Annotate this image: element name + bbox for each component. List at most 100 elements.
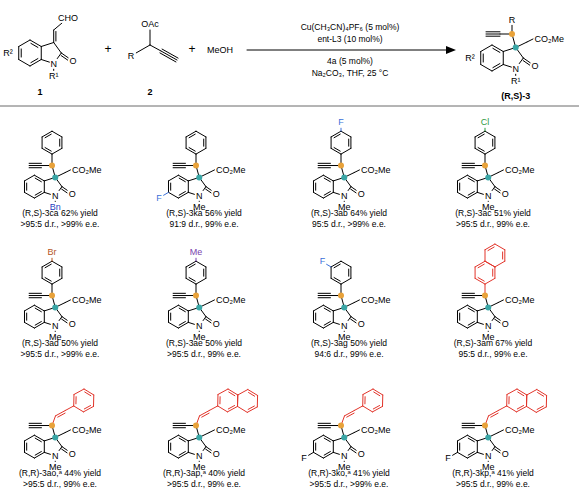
substituent-label: R — [127, 51, 136, 61]
bond — [34, 192, 44, 198]
bond — [54, 43, 62, 54]
bond — [527, 389, 537, 394]
bond — [318, 293, 330, 294]
bond — [24, 322, 34, 328]
stereocenter-dot — [338, 423, 344, 429]
bond — [341, 261, 351, 267]
compound-number: 1 — [36, 87, 43, 97]
stereocenter-dot — [513, 45, 519, 51]
selectivity-caption: >95:5 d.r., 99% e.e. — [167, 480, 241, 490]
bond — [495, 189, 501, 193]
bond — [42, 131, 52, 137]
bond — [462, 427, 474, 428]
bond — [488, 247, 494, 251]
bond — [491, 413, 498, 417]
substituent-label: Br — [47, 247, 58, 257]
compound-caption: (R,S)-3ad 50% yield — [22, 339, 98, 349]
substituent-label: F — [444, 453, 452, 463]
bond — [459, 183, 460, 190]
bond — [205, 137, 206, 148]
bond — [189, 264, 195, 268]
compound-caption: (R,S)-3ac 51% yield — [455, 209, 531, 219]
bond — [162, 49, 178, 58]
compound-caption: (R,S)-3ca 62% yield — [22, 209, 98, 219]
bond — [186, 278, 196, 284]
selectivity-caption: >95:5 d.r., >99% e.e. — [21, 220, 100, 230]
bond — [74, 389, 84, 394]
bond — [203, 269, 204, 276]
atom-label: N — [195, 321, 204, 331]
bond — [206, 449, 212, 453]
bond — [323, 435, 333, 441]
bond — [30, 60, 41, 67]
stereocenter-dot — [196, 174, 202, 180]
bond — [65, 170, 70, 173]
bond — [85, 392, 91, 396]
bond — [55, 32, 56, 42]
bond — [468, 438, 474, 442]
bond — [348, 269, 349, 276]
bond — [334, 134, 340, 138]
bond — [59, 139, 60, 146]
bond — [477, 441, 478, 452]
bond — [186, 131, 196, 137]
bond — [495, 319, 501, 323]
bond — [42, 148, 52, 154]
bond — [372, 406, 382, 411]
bond — [219, 397, 220, 404]
bond — [54, 23, 62, 30]
bond — [485, 261, 495, 267]
bond — [29, 293, 41, 294]
bond — [34, 435, 44, 441]
bond — [189, 278, 195, 282]
bond — [481, 65, 492, 72]
bond — [45, 264, 51, 268]
bond — [168, 181, 169, 192]
group-label: CO₂Me — [504, 295, 536, 305]
bond — [502, 252, 503, 259]
bond — [19, 40, 30, 47]
bond — [179, 308, 185, 312]
bond — [507, 389, 517, 394]
bond — [74, 406, 84, 412]
bond — [526, 395, 527, 406]
bond — [173, 163, 185, 164]
bond — [45, 148, 51, 152]
bond — [318, 427, 330, 428]
bond — [168, 435, 178, 441]
bond — [323, 175, 333, 181]
bond — [363, 389, 373, 394]
bond — [227, 406, 237, 411]
bond — [188, 311, 189, 322]
atom-label: O — [68, 189, 77, 199]
bond — [189, 148, 195, 152]
bond — [29, 425, 41, 426]
bond — [318, 163, 330, 164]
atom-label: O — [212, 449, 221, 459]
bond — [468, 192, 474, 196]
group-label: CO₂Me — [504, 425, 536, 435]
bond — [179, 452, 185, 456]
bond — [324, 322, 330, 326]
bond — [331, 148, 341, 154]
substituent-label: Me — [189, 247, 204, 257]
bond — [56, 411, 66, 416]
atom-label: O — [212, 189, 221, 199]
stereocenter-dot — [49, 163, 55, 169]
bond — [61, 137, 62, 148]
bond — [374, 392, 380, 396]
group-label: CO₂Me — [360, 425, 392, 435]
bond — [495, 244, 505, 250]
stereocenter-dot — [341, 174, 347, 180]
bond — [478, 278, 484, 282]
condition-text: ent-L3 (10 mol%) — [317, 35, 382, 45]
bond — [315, 313, 316, 320]
bond — [53, 30, 54, 43]
bond — [475, 148, 485, 154]
bond — [477, 181, 478, 192]
bond — [478, 264, 484, 268]
bond — [538, 392, 544, 396]
bond — [65, 300, 70, 303]
bond — [65, 406, 73, 411]
bond — [84, 389, 94, 395]
